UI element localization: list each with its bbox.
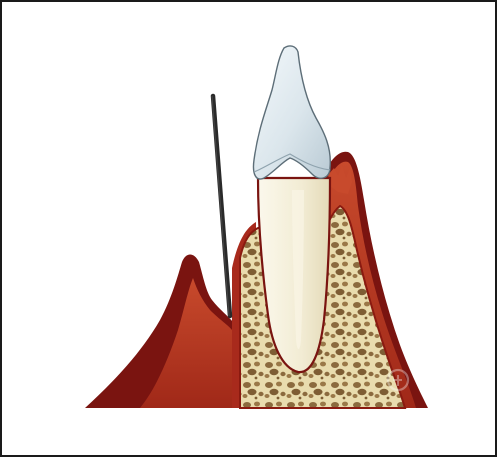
periodontal-probe-icon — [212, 96, 230, 316]
left-gingiva — [85, 255, 233, 409]
tooth-crown — [253, 46, 330, 179]
